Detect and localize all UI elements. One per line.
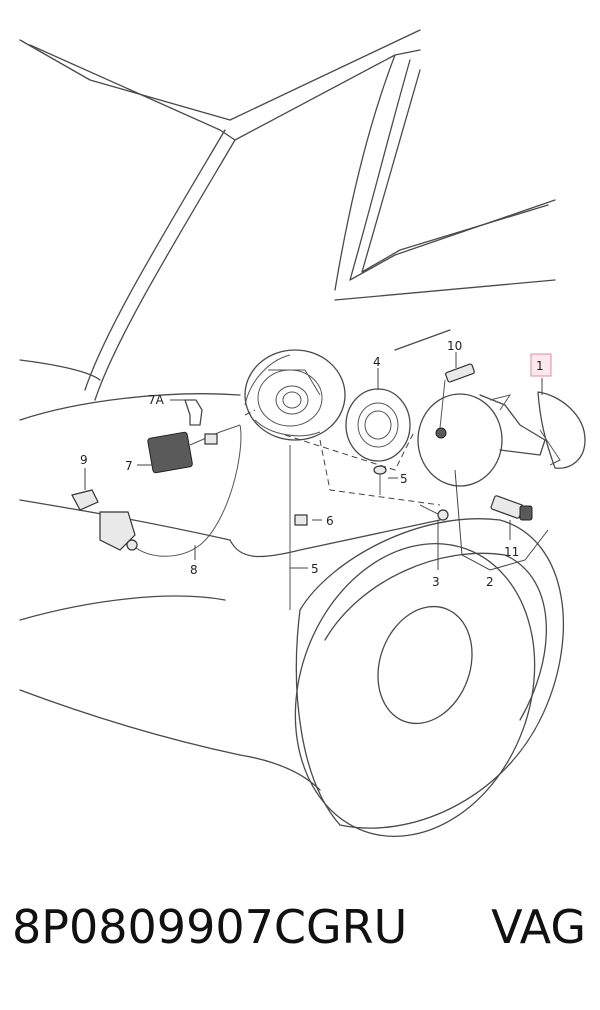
callout-8: 8 (190, 563, 198, 577)
brand-label: VAG (491, 900, 586, 954)
rear-wheel (294, 518, 564, 837)
fuel-flap (537, 391, 586, 469)
car-body-outline (19, 29, 556, 791)
callout-7a: 7A (148, 393, 165, 407)
callout-5a: 5 (400, 472, 408, 486)
flap-housing (417, 393, 546, 487)
release-cable (71, 424, 242, 557)
screw-3 (419, 504, 449, 521)
callout-9: 9 (80, 453, 88, 467)
fuel-filler-flap-exploded-diagram: 1 2 3 4 5 5 6 7 7A 8 9 10 11 (19, 29, 586, 837)
callout-6: 6 (326, 514, 334, 528)
callout-4: 4 (373, 355, 381, 369)
cap-6 (294, 514, 308, 526)
filler-housing (244, 349, 346, 441)
callout-10: 10 (447, 339, 462, 353)
lock-pin (439, 363, 475, 429)
clip-7a (184, 399, 203, 426)
part-number: 8P0809907CGRU (12, 900, 408, 954)
grommet-5 (373, 465, 387, 495)
callout-5b: 5 (311, 562, 319, 576)
callout-1: 1 (536, 359, 544, 373)
callout-7: 7 (125, 459, 133, 473)
seal-ring (345, 388, 411, 462)
actuator-motor (147, 424, 241, 474)
callout-1-highlight (530, 353, 552, 377)
part-11 (490, 495, 533, 521)
footer: 8P0809907CGRU VAG (0, 900, 600, 970)
assembly-dashed-lines (244, 409, 441, 506)
callout-2: 2 (486, 575, 494, 589)
callout-11: 11 (504, 545, 519, 559)
callout-3: 3 (432, 575, 440, 589)
leader-lines (84, 352, 549, 571)
